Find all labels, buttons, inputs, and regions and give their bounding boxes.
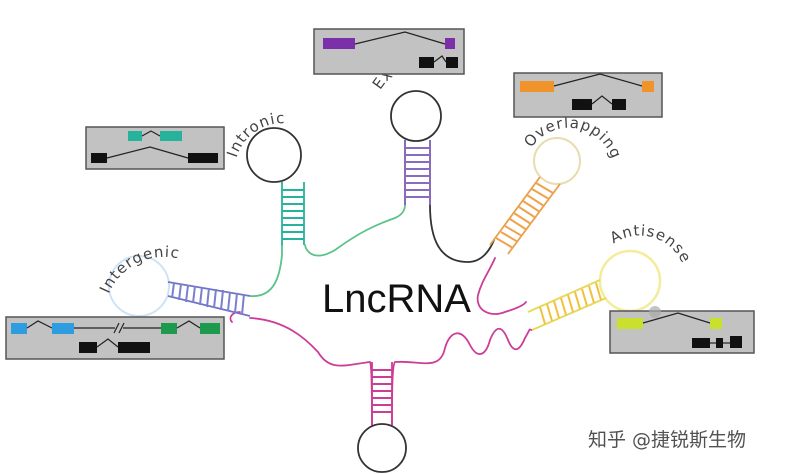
intergenic-exon-1 [11, 323, 27, 334]
overlap-exon-left [520, 81, 554, 92]
antisense-exon-right [710, 318, 722, 329]
overlapping-stemloop: Overlapping [489, 114, 625, 255]
overlapping-loop [533, 137, 581, 185]
intergenic-loop [108, 255, 170, 317]
bottom-loop [357, 423, 407, 473]
exonic-box [313, 28, 465, 75]
intergenic-exon-4 [200, 323, 220, 334]
intron-exon-a [128, 131, 142, 141]
intron-exon-b [160, 131, 182, 141]
antisense-loop [598, 249, 662, 313]
intronic-loop [246, 127, 302, 183]
exonic-stemloop: Exonic [369, 56, 442, 205]
intergenic-exon-2 [52, 323, 74, 334]
strand-green [249, 204, 406, 297]
antisense-exon-left [617, 318, 643, 329]
exon-purple-right [445, 38, 455, 49]
exonic-loop [390, 90, 442, 142]
strand-magenta [249, 317, 533, 426]
intergenic-stemloop: Intergenic [96, 243, 251, 317]
bottom-stemloop [357, 362, 407, 473]
intronic-box [85, 126, 225, 170]
exon-purple-left [323, 38, 355, 49]
title: LncRNA [322, 277, 471, 321]
watermark: 知乎 @捷锐斯生物 [588, 429, 746, 451]
overlapping-box [513, 72, 663, 118]
intergenic-box [5, 316, 225, 360]
intronic-stemloop: Intronic [223, 109, 305, 245]
overlap-exon-right [642, 81, 654, 92]
antisense-box [609, 306, 755, 354]
intergenic-exon-3 [161, 323, 177, 334]
strand-dark [429, 204, 495, 263]
